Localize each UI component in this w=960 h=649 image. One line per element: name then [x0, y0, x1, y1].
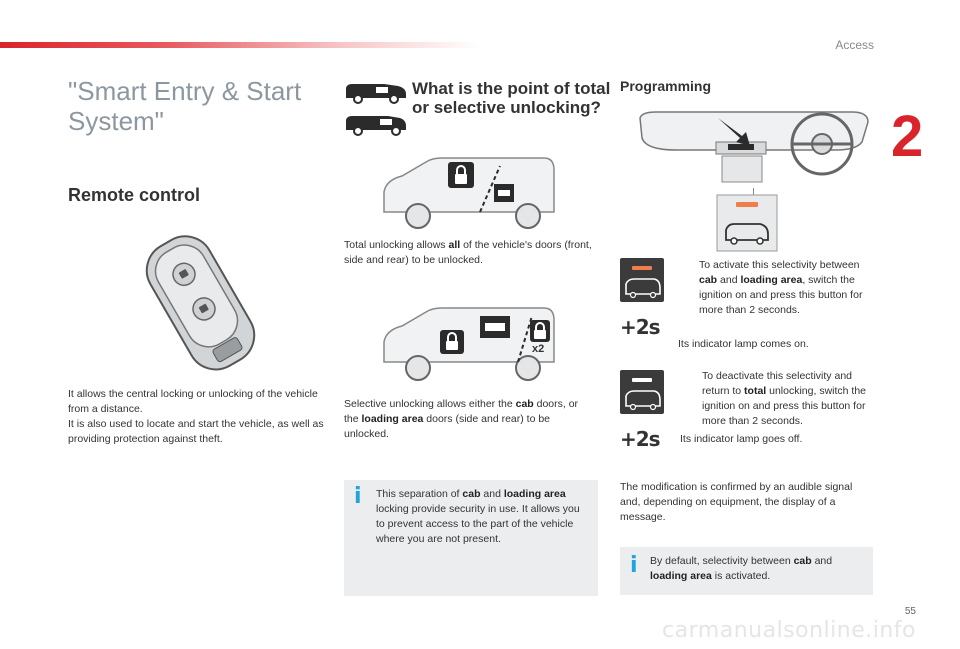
activate-text: To activate this selectivity between cab…: [699, 258, 871, 318]
info-text-loading: loading area: [503, 488, 566, 500]
default-text-loading: loading area: [650, 570, 712, 582]
van-short-icon: [346, 84, 406, 104]
van-selective-unlock-image: [383, 307, 555, 381]
indicator-on-image: [620, 258, 664, 302]
van-lock-on-icon: [625, 266, 661, 299]
sel-text-2: doors, or the: [344, 398, 579, 425]
confirmation-text: The modification is confirmed by an audi…: [620, 481, 853, 523]
double-press-label: x2: [532, 343, 545, 355]
act-text-1: To activate this selectivity between: [699, 259, 860, 271]
indicator-off-image: [620, 370, 664, 414]
page-title: "Smart Entry & Start System": [68, 76, 302, 136]
dashboard-image: [639, 111, 869, 183]
total-text-1: Total unlocking allows: [344, 239, 449, 251]
total-text-all: all: [448, 239, 461, 251]
info-icon-2: i: [630, 553, 638, 578]
act-text-2: and: [717, 274, 741, 286]
hold-2s-icon: +2s: [620, 315, 661, 339]
deact-text-2: unlocking, switch the ignition on and pr…: [702, 385, 867, 427]
default-info-text: By default, selectivity between cab and …: [650, 554, 864, 584]
hold-2s-icon-2: +2s: [620, 427, 661, 451]
remote-description: It allows the central locking or unlocki…: [68, 387, 328, 447]
remote-control-heading: Remote control: [68, 185, 201, 205]
sel-text-1: Selective unlocking allows either the: [344, 398, 516, 410]
info-text-1: This separation of: [376, 488, 463, 500]
selective-unlocking-text: Selective unlocking allows either the ca…: [344, 397, 584, 442]
sel-text-loading: loading area: [361, 413, 424, 425]
activate-lamp-text: Its indicator lamp comes on.: [678, 338, 809, 350]
sel-text-cab: cab: [515, 398, 534, 410]
van-lock-off-icon: [625, 378, 661, 411]
remote-paragraph-2: It is also used to locate and start the …: [68, 418, 324, 445]
act-text-cab: cab: [699, 274, 718, 286]
remote-key-image: [128, 226, 273, 378]
remote-paragraph-1: It allows the central locking or unlocki…: [68, 388, 318, 415]
info-icon: i: [354, 484, 362, 509]
info-text-2: and: [480, 488, 504, 500]
selective-unlocking-heading: What is the point of total or selective …: [412, 79, 611, 117]
act-text-loading: loading area: [740, 274, 803, 286]
deact-text-total: total: [744, 385, 767, 397]
page-number: 55: [904, 606, 916, 617]
default-text-2: and: [811, 555, 833, 567]
total-unlocking-text: Total unlocking allows all of the vehicl…: [344, 238, 602, 268]
separation-info-box: i This separation of cab and loading are…: [344, 480, 598, 596]
act-text-3: , switch the ignition on and press this …: [699, 274, 863, 316]
header-accent-bar: [0, 42, 480, 48]
separation-info-text: This separation of cab and loading area …: [376, 487, 584, 547]
watermark: carmanualsonline.info: [662, 618, 916, 643]
van-total-unlock-image: [383, 157, 555, 229]
section-label: Access: [835, 38, 874, 52]
default-info-box: i By default, selectivity between cab an…: [620, 547, 873, 595]
deactivate-lamp-text: Its indicator lamp goes off.: [680, 433, 803, 445]
default-text-3: is activated.: [711, 570, 771, 582]
van-long-icon: [346, 116, 406, 136]
sel-text-3: doors (side and rear) to be unlocked.: [344, 413, 551, 440]
info-text-cab: cab: [462, 488, 481, 500]
total-text-2: of the vehicle's doors (front, side and …: [344, 239, 592, 266]
default-text-cab: cab: [793, 555, 812, 567]
deact-text-1: To deactivate this selectivity and retur…: [702, 370, 852, 397]
info-text-3: locking provide security in use. It allo…: [376, 503, 580, 545]
deactivate-text: To deactivate this selectivity and retur…: [702, 369, 874, 429]
chapter-number: 2: [891, 104, 924, 169]
selectivity-button-image: [716, 194, 778, 252]
default-text-1: By default, selectivity between: [650, 555, 794, 567]
programming-heading: Programming: [620, 78, 712, 94]
